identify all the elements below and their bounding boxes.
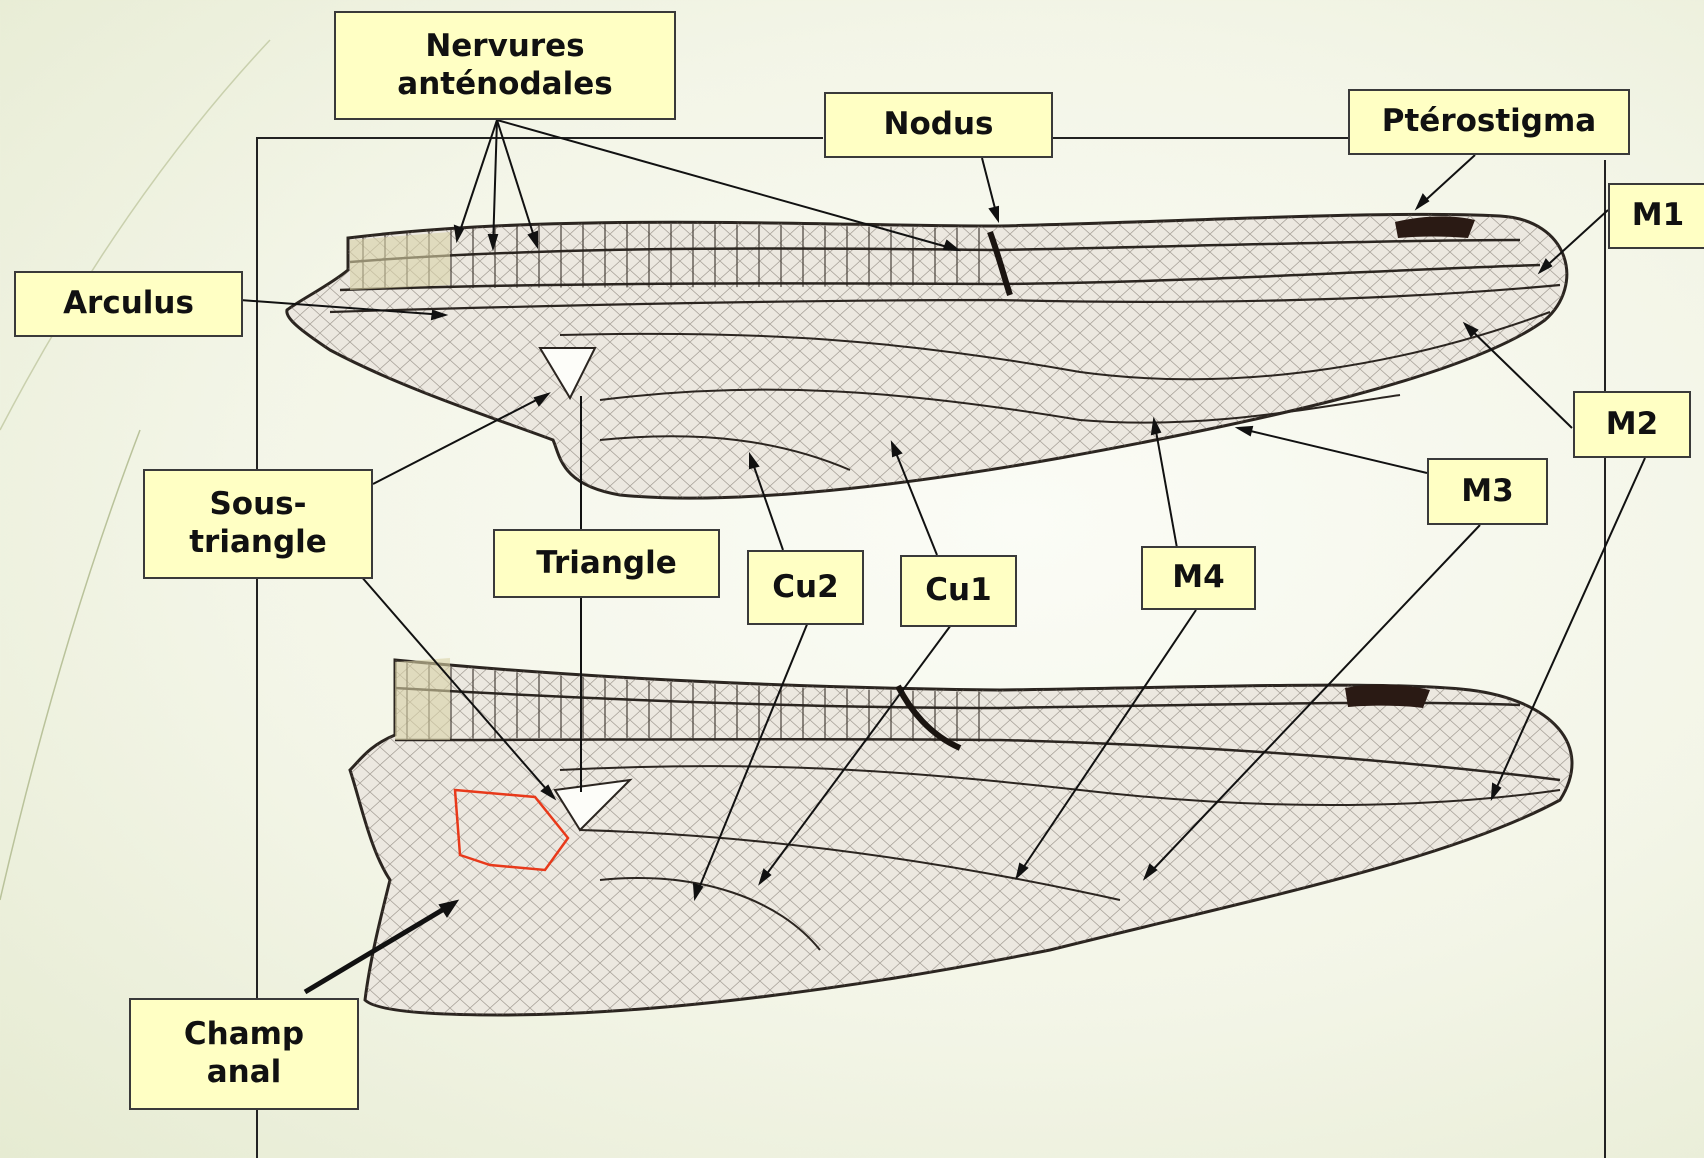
- label-nodus: Nodus: [824, 92, 1053, 158]
- hindwing: [350, 658, 1572, 1015]
- label-cu2: Cu2: [747, 550, 864, 625]
- label-cu1: Cu1: [900, 555, 1017, 627]
- label-m3: M3: [1427, 458, 1548, 525]
- label-m4: M4: [1141, 546, 1256, 610]
- label-m2: M2: [1573, 391, 1691, 458]
- pterostigma-spot: [1395, 216, 1475, 238]
- label-sous-triangle: Sous- triangle: [143, 469, 373, 579]
- forewing: [287, 214, 1567, 498]
- label-triangle: Triangle: [493, 529, 720, 598]
- label-pterostigma: Ptérostigma: [1348, 89, 1630, 155]
- pterostigma-spot: [1345, 684, 1430, 708]
- decorative-curve: [0, 40, 270, 430]
- label-champ-anal: Champ anal: [129, 998, 359, 1110]
- label-m1: M1: [1608, 183, 1704, 249]
- decorative-curve: [0, 430, 140, 900]
- label-arculus: Arculus: [14, 271, 243, 337]
- label-nervures-antenodales: Nervures anténodales: [334, 11, 676, 120]
